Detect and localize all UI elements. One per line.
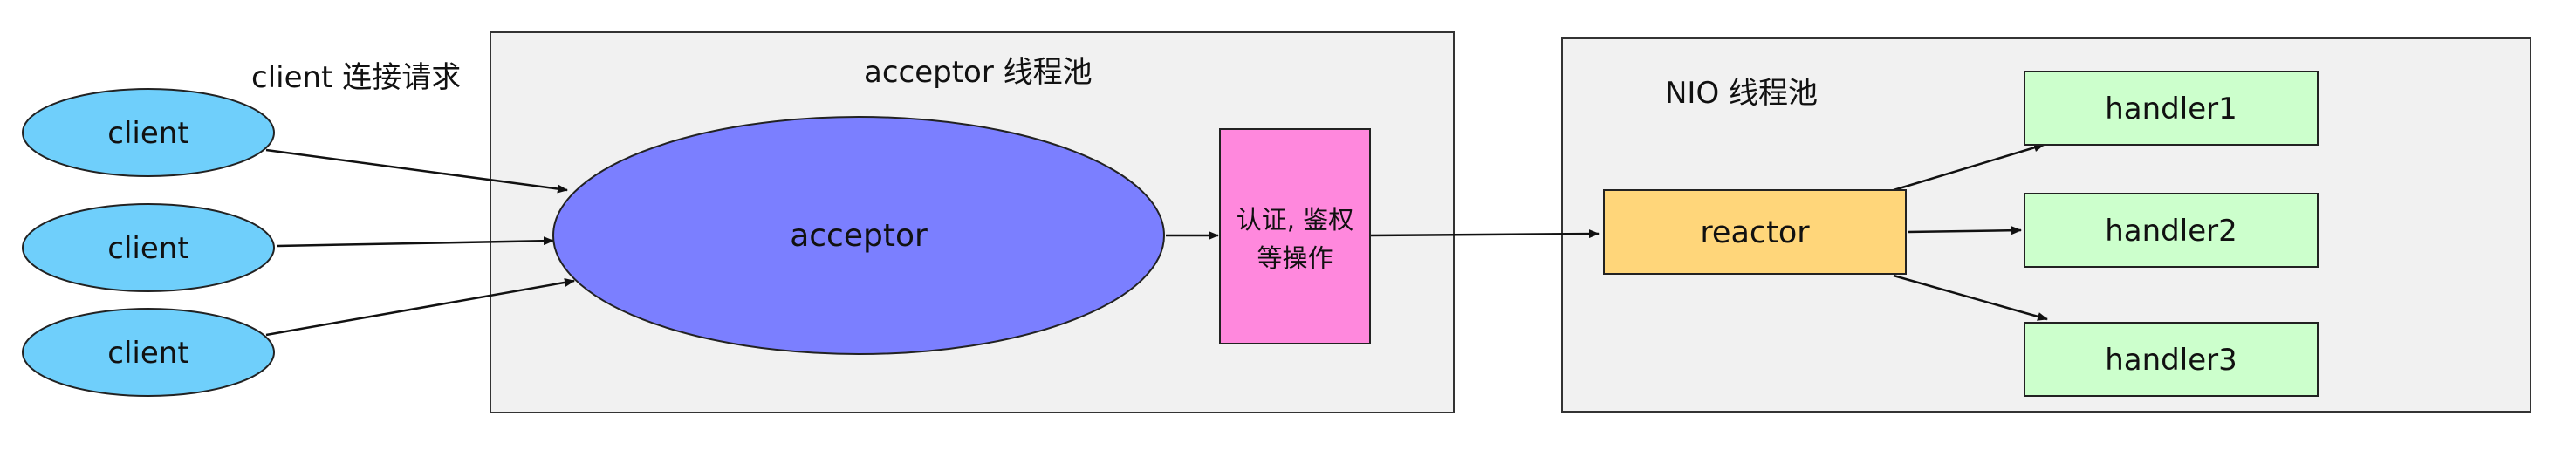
client-node-3: client — [22, 308, 275, 397]
handler-node-1: handler1 — [2024, 71, 2319, 146]
handler-label-3: handler3 — [2105, 343, 2237, 378]
handler-label-2: handler2 — [2105, 214, 2237, 249]
acceptor-pool-label: acceptor 线程池 — [864, 55, 1093, 90]
auth-shape — [1219, 128, 1371, 344]
client-shape-1 — [22, 88, 275, 177]
handler-label-1: handler1 — [2105, 92, 2237, 126]
arrow-client1-acceptor — [265, 148, 568, 194]
client-label-2: client — [107, 231, 188, 266]
arrow-reactor-handler1 — [1893, 143, 2045, 192]
arrow-reactor-handler2 — [1907, 226, 2022, 235]
client-label-3: client — [107, 336, 188, 371]
reactor-label: reactor — [1700, 215, 1810, 250]
client-node-2: client — [22, 203, 275, 292]
handler-node-3: handler3 — [2024, 322, 2319, 397]
acceptor-node: acceptor — [552, 116, 1165, 355]
client-shape-3 — [22, 308, 275, 397]
auth-node: 认证, 鉴权 等操作 — [1219, 128, 1371, 344]
client-node-1: client — [22, 88, 275, 177]
arrow-auth-reactor — [1369, 229, 1600, 239]
handler-shape-3 — [2024, 322, 2319, 397]
handler-shape-2 — [2024, 193, 2319, 268]
client-shape-2 — [22, 203, 275, 292]
acceptor-shape — [552, 116, 1165, 355]
arrow-client3-acceptor — [265, 277, 575, 337]
client-request-label: client 连接请求 — [251, 60, 461, 95]
reactor-node: reactor — [1603, 189, 1907, 275]
arrow-reactor-handler3 — [1893, 274, 2048, 321]
nio-pool-label: NIO 线程池 — [1665, 76, 1818, 111]
client-label-1: client — [107, 116, 188, 151]
handler-node-2: handler2 — [2024, 193, 2319, 268]
handler-shape-1 — [2024, 71, 2319, 146]
auth-label-line2: 等操作 — [1257, 243, 1333, 273]
reactor-shape — [1603, 189, 1907, 275]
arrow-client2-acceptor — [277, 236, 554, 248]
acceptor-label: acceptor — [790, 218, 928, 254]
auth-label-line1: 认证, 鉴权 — [1237, 205, 1353, 235]
